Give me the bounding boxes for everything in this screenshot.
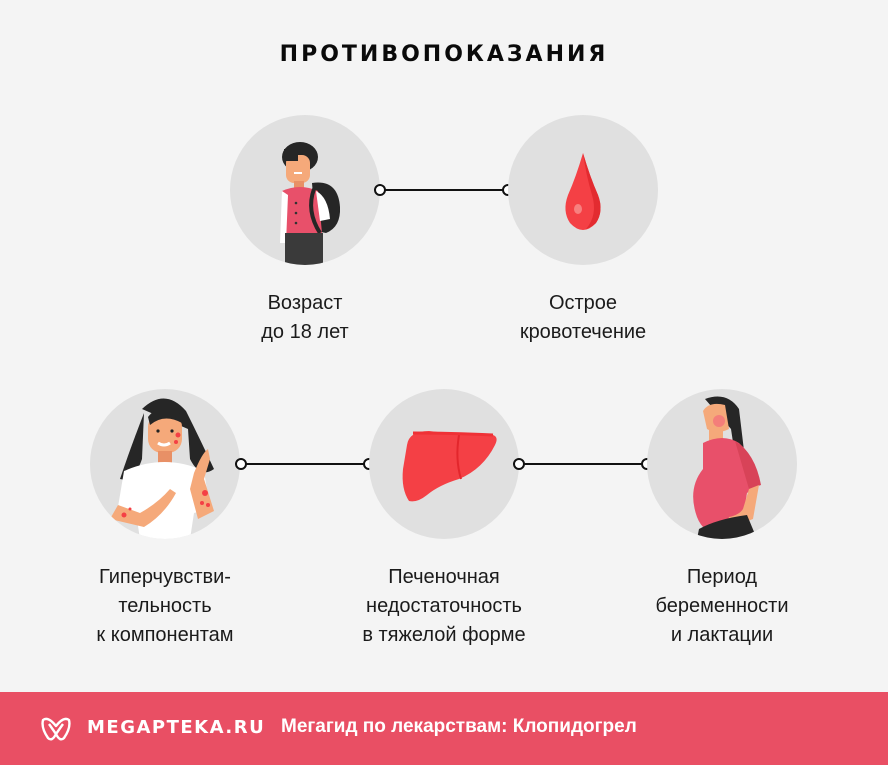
- label-line: недостаточность: [366, 595, 522, 617]
- label-line: кровотечение: [519, 321, 647, 343]
- footer-bar: MEGAPTEKA.RU Мегагид по лекарствам: Клоп…: [0, 692, 888, 765]
- item-label-age: Возраст до 18 лет: [195, 289, 415, 347]
- brand-link[interactable]: MEGAPTEKA.RU: [87, 717, 266, 738]
- item-label-liver: Печеночная недостаточность в тяжелой фор…: [334, 563, 554, 650]
- page-title: ПРОТИВОПОКАЗАНИЯ: [279, 42, 609, 67]
- liver-icon: [402, 431, 497, 502]
- pregnant-circle: [647, 389, 797, 539]
- blood-drop-circle: [508, 115, 658, 265]
- label-line: Острое: [548, 292, 618, 314]
- label-line: Гиперчувстви-: [99, 566, 231, 588]
- allergy-rash-woman-icon: [110, 398, 214, 539]
- connector-line: [245, 463, 365, 465]
- allergy-circle: [90, 389, 240, 539]
- label-line: Период: [686, 566, 758, 588]
- item-label-hypersensitivity: Гиперчувстви- тельность к компонентам: [55, 563, 275, 650]
- schoolboy-icon: [280, 142, 341, 265]
- blood-drop-icon: [565, 153, 601, 230]
- label-line: Печеночная: [388, 566, 500, 588]
- label-line: беременности: [655, 595, 789, 617]
- item-label-bleeding: Острое кровотечение: [473, 289, 693, 347]
- label-line: Возраст: [267, 292, 343, 314]
- connector-line: [384, 189, 504, 191]
- connector-line: [523, 463, 643, 465]
- pregnant-woman-icon: [693, 396, 761, 539]
- guide-title: Мегагид по лекарствам: Клопидогрел: [281, 716, 637, 737]
- label-line: тельность: [118, 595, 212, 617]
- label-line: к компонентам: [96, 624, 234, 646]
- label-line: в тяжелой форме: [362, 624, 526, 646]
- liver-circle: [369, 389, 519, 539]
- item-label-pregnancy: Период беременности и лактации: [612, 563, 832, 650]
- megapteka-logo-icon[interactable]: [40, 716, 72, 742]
- label-line: до 18 лет: [261, 321, 349, 343]
- schoolboy-circle: [230, 115, 380, 265]
- label-line: и лактации: [670, 624, 774, 646]
